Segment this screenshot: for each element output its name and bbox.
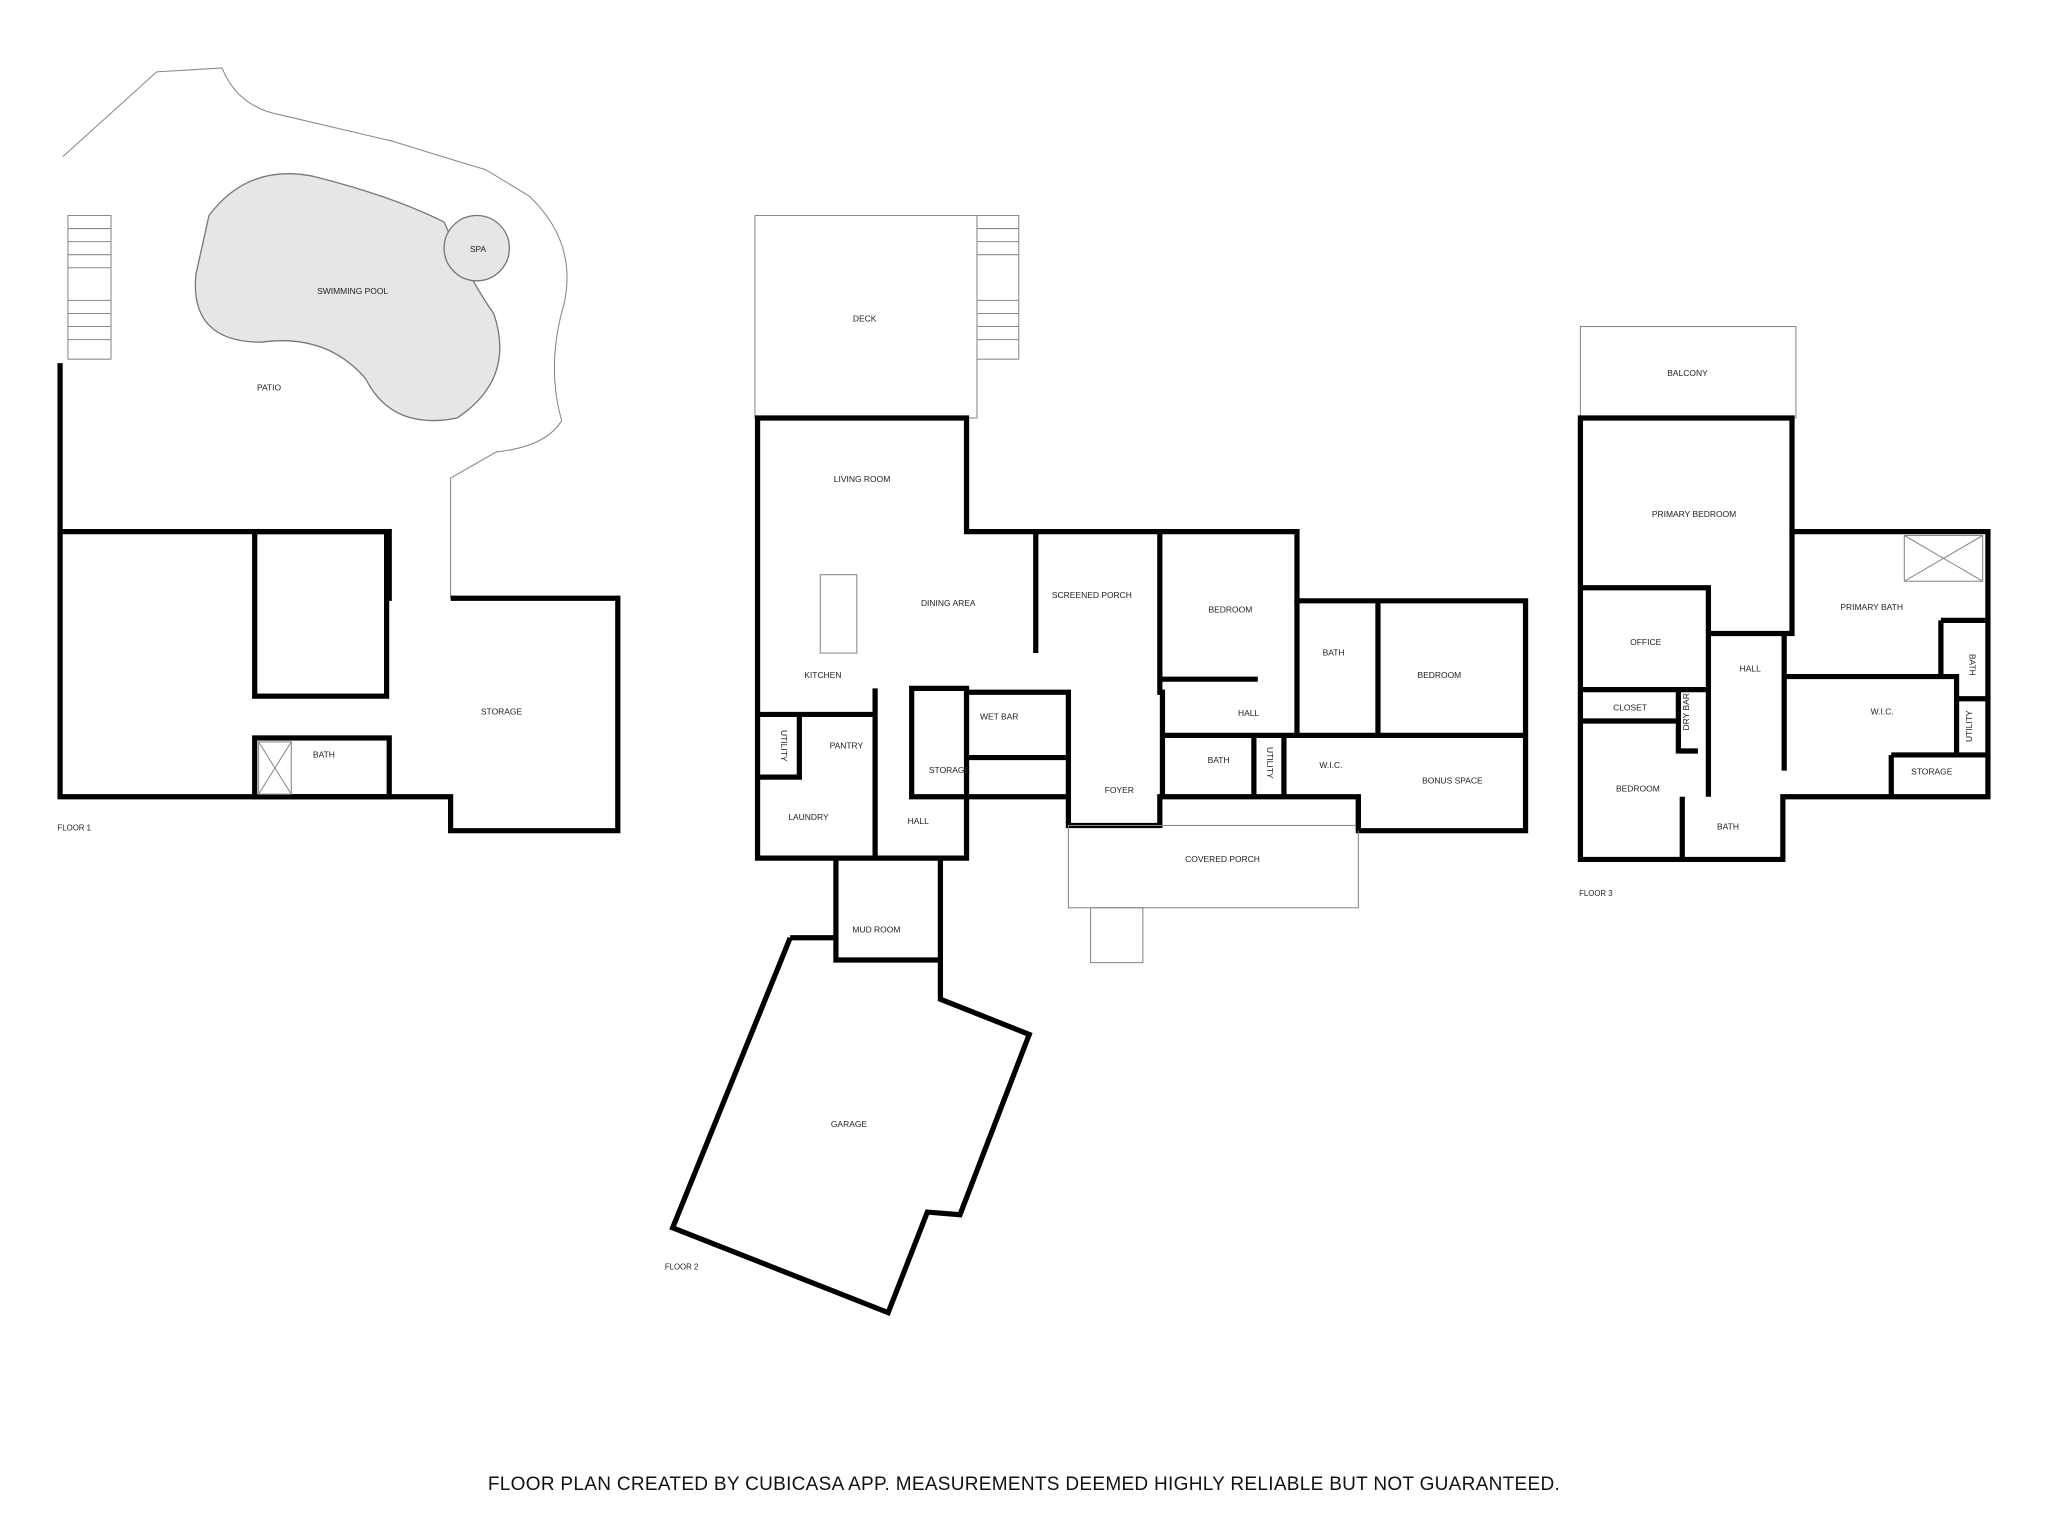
room-label: MUD ROOM [852, 925, 900, 935]
room-label: LAUNDRY [788, 812, 829, 822]
room-label: PRIMARY BEDROOM [1652, 509, 1736, 519]
floor-label: FLOOR 2 [665, 1263, 699, 1272]
room-label: WET BAR [980, 712, 1018, 722]
room-label: PANTRY [830, 740, 864, 750]
room-label: LIVING ROOM [834, 474, 890, 484]
room-label: OFFICE [1630, 637, 1661, 647]
room-label: BATH [313, 750, 335, 760]
stairs [67, 214, 112, 360]
room-label: DINING AREA [921, 598, 976, 608]
room-label: UTILITY [1964, 710, 1974, 742]
room-label: BATH [1717, 821, 1739, 831]
room-label: STORAGE [481, 706, 523, 716]
room-label: DRY BAR [1681, 693, 1691, 730]
room-label: BEDROOM [1417, 670, 1461, 680]
floor-label: FLOOR 3 [1579, 889, 1613, 898]
room-label: W.I.C. [1871, 706, 1894, 716]
room-label: BATH [1323, 648, 1345, 658]
room-label: PATIO [257, 383, 282, 393]
room-label: KITCHEN [804, 670, 841, 680]
room-label: BEDROOM [1208, 605, 1252, 615]
room-label: BONUS SPACE [1422, 776, 1483, 786]
room-label: HALL [1740, 663, 1761, 673]
room-label: UTILITY [779, 730, 789, 762]
room-label: SCREENED PORCH [1052, 590, 1132, 600]
swimming-pool [194, 173, 501, 422]
spa [443, 214, 511, 282]
room-label: UTILITY [1265, 747, 1275, 779]
floor-1: SWIMMING POOL SPA PATIO STORAGE BATH FLO… [57, 67, 621, 834]
room-label: STORAGE [1911, 767, 1953, 777]
room-label: DECK [853, 313, 877, 323]
room-label: BATH [1208, 755, 1230, 765]
room-label: PRIMARY BATH [1840, 602, 1903, 612]
room-label: SWIMMING POOL [317, 286, 388, 296]
disclaimer-footer: FLOOR PLAN CREATED BY CUBICASA APP. MEAS… [487, 1474, 1561, 1495]
room-label: BALCONY [1667, 368, 1708, 378]
room-label: BATH [1968, 654, 1978, 676]
room-label: STORAGE [929, 765, 971, 775]
room-label: SPA [470, 244, 487, 254]
room-label: GARAGE [831, 1119, 868, 1129]
room-label: FOYER [1105, 785, 1134, 795]
room-label: HALL [1238, 708, 1259, 718]
room-label: W.I.C. [1319, 760, 1342, 770]
room-label: BEDROOM [1616, 784, 1660, 794]
room-label: HALL [908, 816, 929, 826]
floor-label: FLOOR 1 [57, 824, 91, 833]
room-label: COVERED PORCH [1185, 854, 1260, 864]
room-label: CLOSET [1613, 703, 1647, 713]
floor-3: BALCONY PRIMARY BEDROOM PRIMARY BATH OFF… [1577, 326, 1991, 898]
floor-2: DECK LIVING ROOM DINING AREA KITCHEN SCR… [665, 214, 1529, 1317]
